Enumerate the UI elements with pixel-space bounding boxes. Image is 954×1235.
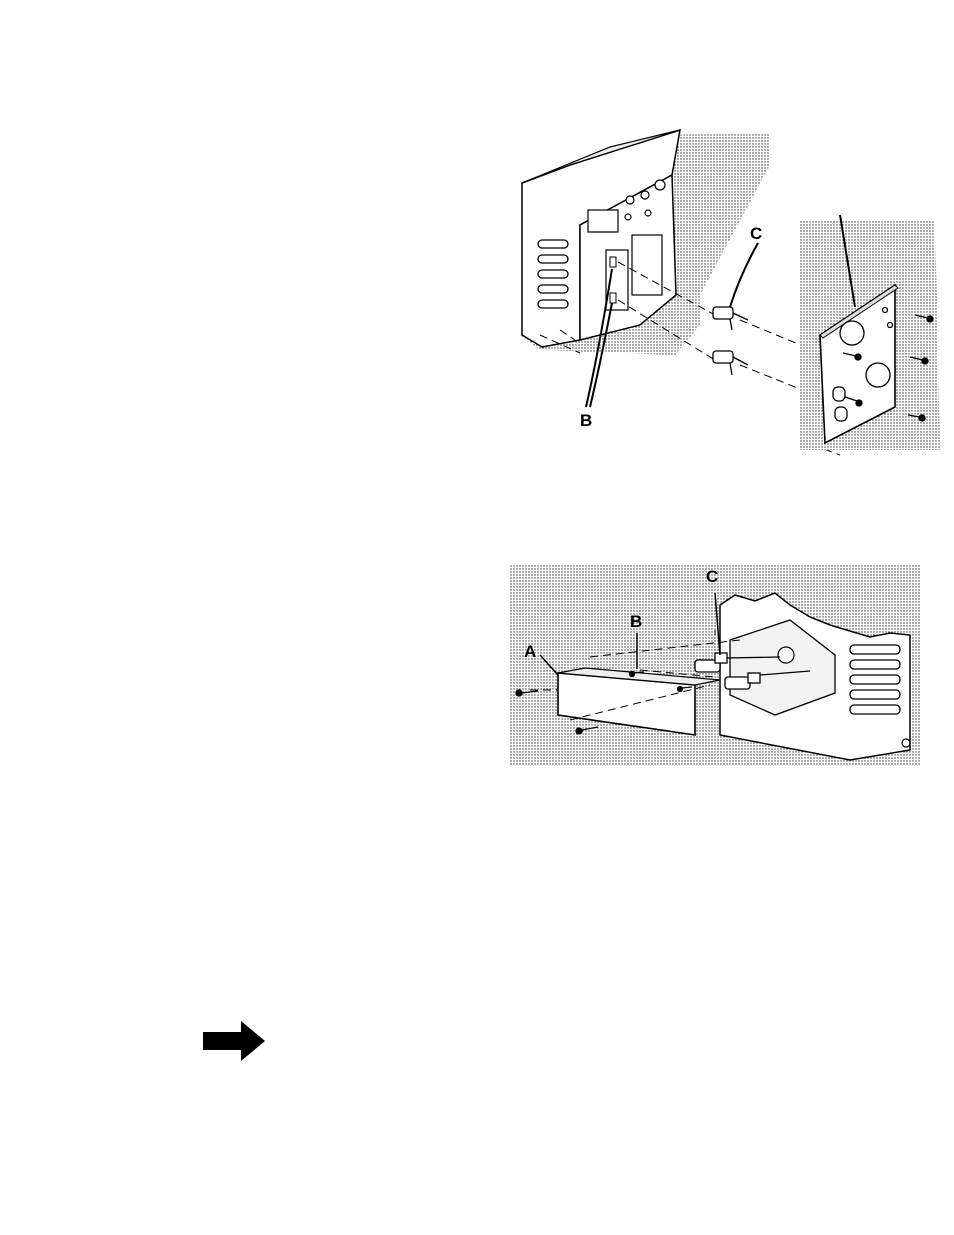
- right-arrow-icon: [201, 1020, 267, 1062]
- callout-b-label: B: [580, 412, 592, 429]
- callout-c-label-2: C: [706, 568, 718, 585]
- next-page-arrow[interactable]: [201, 1020, 267, 1067]
- callout-c-label: C: [750, 225, 762, 242]
- figure-2-drawing: [510, 565, 920, 765]
- callout-b-label-2: B: [630, 613, 642, 630]
- figure-2-end-cover: A B C: [510, 565, 920, 765]
- callout-a-label: A: [524, 643, 536, 660]
- figure-1-drawing: [500, 125, 950, 460]
- figure-1-exploded-housing: C B: [500, 125, 950, 460]
